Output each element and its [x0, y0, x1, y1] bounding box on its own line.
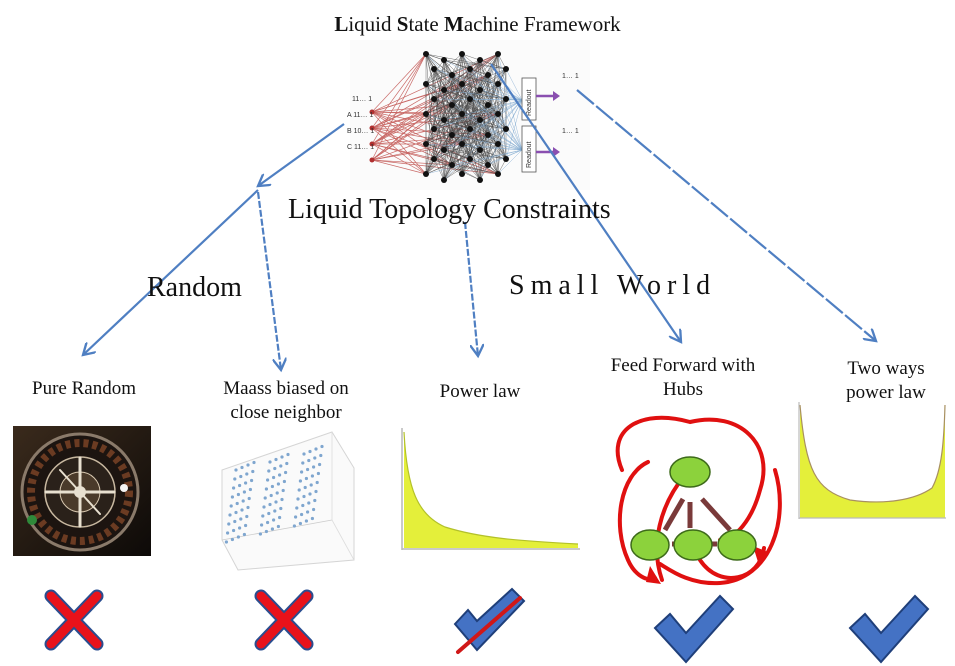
input-label-2: B 10… 1 — [347, 128, 374, 135]
arrow-to-maass — [256, 191, 281, 370]
power-law-chart — [401, 428, 580, 550]
checkmark-feed-forward — [653, 594, 735, 664]
arrow-to-feed-forward — [490, 63, 681, 342]
readout-label-bottom: Readout — [526, 141, 533, 168]
feed-forward-hubs-image — [615, 415, 782, 586]
input-label-1: A 11… 1 — [347, 112, 373, 119]
checkmark-two-ways — [848, 594, 930, 664]
hub-red-loops — [615, 415, 782, 586]
arrow-to-constraints — [258, 123, 345, 186]
topology-arrows — [83, 63, 876, 370]
two-ways-power-law-chart — [798, 402, 946, 519]
cross-mark-pure-random — [44, 589, 104, 651]
hub-node-left — [630, 529, 670, 561]
category-label-power-law: Power law — [439, 381, 521, 402]
diagram-title: Liquid State Machine Framework — [334, 12, 621, 36]
category-label-maass: Maass biased on close neighbor — [223, 378, 349, 423]
readout-box-bottom — [521, 125, 537, 173]
input-label-0: 11… 1 — [352, 96, 372, 103]
input-label-3: C 11… 1 — [347, 144, 374, 151]
group-label-random: Random — [147, 272, 242, 303]
cross-mark-maass — [254, 589, 314, 651]
hub-node-right — [717, 529, 757, 561]
category-label-pure-random: Pure Random — [32, 378, 136, 399]
hub-node-top — [669, 456, 711, 488]
arrow-to-pure-random — [83, 189, 259, 355]
arrow-to-power-law — [463, 221, 478, 356]
checkmark-crossed-power-law — [453, 587, 526, 654]
category-label-two-ways: Two ways power law — [846, 358, 926, 403]
liquid-topology-constraints-label: Liquid Topology Constraints — [288, 194, 611, 225]
readout-label-top: Readout — [526, 89, 533, 116]
maass-grid-image — [221, 431, 355, 571]
output-label-bottom: 1… 1 — [562, 128, 579, 135]
group-label-small-world: Small World — [509, 270, 717, 301]
roulette-image — [13, 426, 151, 556]
category-label-feed-forward: Feed Forward with Hubs — [610, 355, 756, 400]
arrow-to-two-ways — [576, 89, 876, 341]
lsm-network-thumbnail: Readout Readout 1… 1 1… 1 11… 1 A 11… 1 … — [347, 40, 590, 190]
hub-node-middle — [673, 529, 713, 561]
output-label-top: 1… 1 — [562, 73, 579, 80]
